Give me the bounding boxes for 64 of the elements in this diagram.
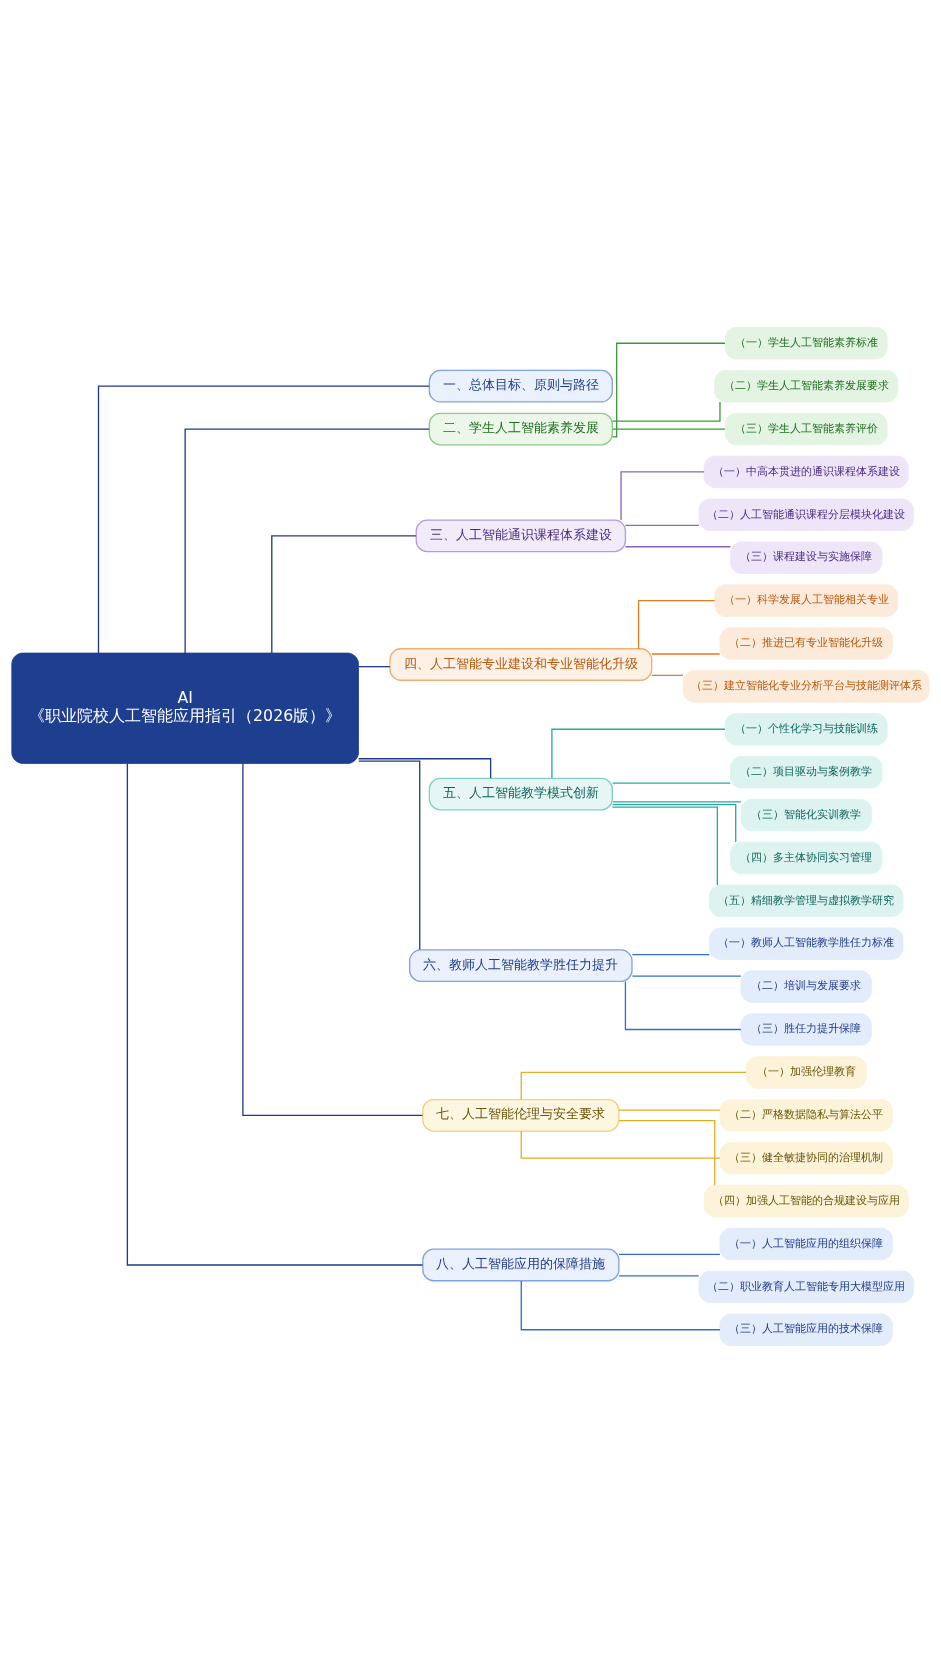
connector	[624, 545, 732, 547]
node-box: 六、教师人工智能教学胜任力提升	[409, 948, 633, 982]
node-box: （一）加强伦理教育	[745, 1055, 867, 1089]
node-box: （五）精细教学管理与虚拟教学研究	[709, 884, 904, 917]
connector	[618, 1108, 721, 1111]
node-box: （三）健全敏捷协同的治理机制	[719, 1141, 893, 1174]
connector	[612, 800, 742, 803]
connector	[126, 762, 424, 1266]
connector	[551, 728, 726, 779]
connector	[651, 652, 721, 655]
connector	[612, 427, 726, 430]
connector	[611, 400, 721, 422]
connector	[271, 534, 417, 654]
node-box: AI 《职业院校人工智能应用指引（2026版）》	[11, 652, 359, 764]
node-box: 二、学生人工智能素养发展	[428, 412, 613, 445]
node-box: （三）建立智能化专业分析平台与技能测评体系	[682, 669, 930, 703]
connector	[624, 524, 700, 526]
node-box: （三）课程建设与实施保障	[730, 541, 883, 574]
node-box: （二）人工智能通识课程分层模块化建设	[698, 498, 914, 531]
connector	[618, 1274, 700, 1277]
node-box: 三、人工智能通识课程体系建设	[415, 518, 627, 552]
node-box: 四、人工智能专业建设和专业智能化升级	[389, 647, 653, 681]
connector	[612, 781, 731, 784]
node-box: （一）人工智能应用的组织保障	[719, 1227, 893, 1260]
node-box: （一）学生人工智能素养标准	[724, 326, 888, 359]
connector	[631, 974, 742, 977]
connector	[631, 953, 710, 955]
node-box: （二）培训与发展要求	[740, 969, 872, 1003]
node-box: （一）中高本贯进的通识课程体系建设	[703, 455, 909, 488]
connector	[520, 1279, 721, 1330]
connector	[611, 803, 737, 843]
connector	[611, 806, 718, 886]
connector	[620, 470, 705, 521]
connector	[624, 980, 742, 1030]
node-box: （四）多主体协同实习管理	[730, 841, 883, 874]
node-box: 八、人工智能应用的保障措施	[422, 1248, 620, 1281]
node-box: （三）胜任力提升保障	[740, 1012, 872, 1046]
node-box: （二）推进已有专业智能化升级	[719, 626, 893, 660]
node-box: （一）科学发展人工智能相关专业	[714, 583, 899, 617]
connector	[611, 342, 726, 438]
connector	[637, 599, 716, 649]
connector	[618, 1119, 716, 1186]
connector	[358, 665, 391, 667]
connector	[520, 1130, 721, 1159]
node-box: （三）智能化实训教学	[740, 798, 872, 831]
node-box: （二）学生人工智能素养发展要求	[714, 369, 899, 402]
node-box: （三）人工智能应用的技术保障	[719, 1313, 893, 1346]
node-box: （二）严格数据隐私与算法公平	[719, 1098, 893, 1131]
node-box: （一）教师人工智能教学胜任力标准	[709, 927, 904, 960]
node-box: （四）加强人工智能的合规建设与应用	[703, 1184, 909, 1217]
connector	[651, 674, 684, 676]
connector	[242, 762, 424, 1116]
node-box: （三）学生人工智能素养评价	[724, 412, 888, 445]
node-box: 一、总体目标、原则与路径	[428, 369, 613, 403]
node-box: 七、人工智能伦理与安全要求	[422, 1098, 620, 1132]
connector	[97, 385, 430, 654]
connector	[618, 1253, 721, 1255]
connector	[520, 1071, 747, 1100]
node-box: （二）职业教育人工智能专用大模型应用	[698, 1270, 914, 1303]
connector	[184, 427, 430, 654]
node-box: （二）项目驱动与案例教学	[730, 755, 883, 788]
node-box: （一）个性化学习与技能训练	[724, 712, 888, 745]
node-box: 五、人工智能教学模式创新	[428, 777, 613, 810]
connector	[358, 759, 421, 950]
